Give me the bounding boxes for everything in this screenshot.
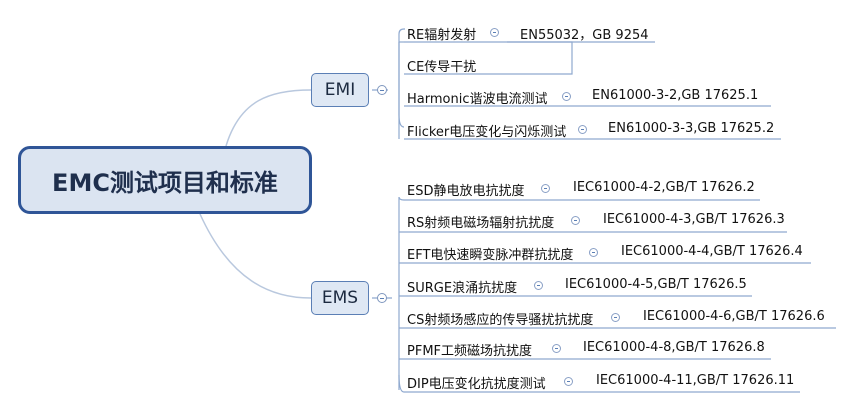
ems-item-dip-standard[interactable]: IEC61000-4-11,GB/T 17626.11 [596,373,795,388]
ems-item-dip-collapse-icon[interactable] [564,377,573,386]
emi-item-re-collapse-icon[interactable] [490,28,499,37]
emi-item-re-standard[interactable]: EN55032，GB 9254 [520,28,649,43]
ems-item-surge-collapse-icon[interactable] [534,281,543,290]
ems-item-surge[interactable]: SURGE浪涌抗扰度 [407,281,518,296]
underline-dip [398,374,800,393]
emi-collapse-icon[interactable] [377,85,387,95]
ems-item-eft[interactable]: EFT电快速瞬变脉冲群抗扰度 [407,248,574,263]
emi-node[interactable]: EMI [311,73,369,107]
ems-node[interactable]: EMS [311,281,369,315]
emi-item-harmonic-collapse-icon[interactable] [562,92,571,101]
ems-item-eft-collapse-icon[interactable] [589,248,598,257]
link-root-emi [225,89,312,147]
ems-item-pfmf-collapse-icon[interactable] [552,344,561,353]
ems-item-pfmf-standard[interactable]: IEC61000-4-8,GB/T 17626.8 [583,340,765,355]
root-node[interactable]: EMC测试项目和标准 [18,146,312,214]
emi-item-harmonic-standard[interactable]: EN61000-3-2,GB 17625.1 [592,88,759,103]
ems-item-rs[interactable]: RS射频电磁场辐射抗扰度 [407,216,555,231]
emi-item-flicker-standard[interactable]: EN61000-3-3,GB 17625.2 [608,121,775,136]
link-emi-bracket [372,28,405,128]
emi-item-harmonic[interactable]: Harmonic谐波电流测试 [407,92,548,107]
underline-esd [398,196,760,201]
emi-item-re[interactable]: RE辐射发射 [407,28,477,43]
emi-label: EMI [324,80,356,100]
root-label: EMC测试项目和标准 [52,168,278,197]
emi-item-ce[interactable]: CE传导干扰 [407,60,477,75]
ems-item-rs-collapse-icon[interactable] [571,216,580,225]
underline-re [404,41,573,75]
ems-item-esd-standard[interactable]: IEC61000-4-2,GB/T 17626.2 [573,180,755,195]
emi-item-flicker[interactable]: Flicker电压变化与闪烁测试 [407,125,567,140]
ems-item-pfmf[interactable]: PFMF工频磁场抗扰度 [407,344,533,359]
ems-item-esd[interactable]: ESD静电放电抗扰度 [407,184,525,199]
ems-item-surge-standard[interactable]: IEC61000-4-5,GB/T 17626.5 [565,277,747,292]
emi-item-flicker-collapse-icon[interactable] [578,125,587,134]
link-root-ems [199,213,312,299]
ems-item-dip[interactable]: DIP电压变化抗扰度测试 [407,377,546,392]
ems-collapse-icon[interactable] [377,293,387,303]
ems-item-rs-standard[interactable]: IEC61000-4-3,GB/T 17626.3 [603,212,785,227]
ems-item-eft-standard[interactable]: IEC61000-4-4,GB/T 17626.4 [621,244,803,259]
ems-item-cs-collapse-icon[interactable] [611,313,620,322]
ems-label: EMS [321,288,359,308]
ems-item-cs[interactable]: CS射频场感应的传导骚扰抗扰度 [407,313,594,328]
ems-item-cs-standard[interactable]: IEC61000-4-6,GB/T 17626.6 [643,309,825,324]
ems-item-esd-collapse-icon[interactable] [541,184,550,193]
